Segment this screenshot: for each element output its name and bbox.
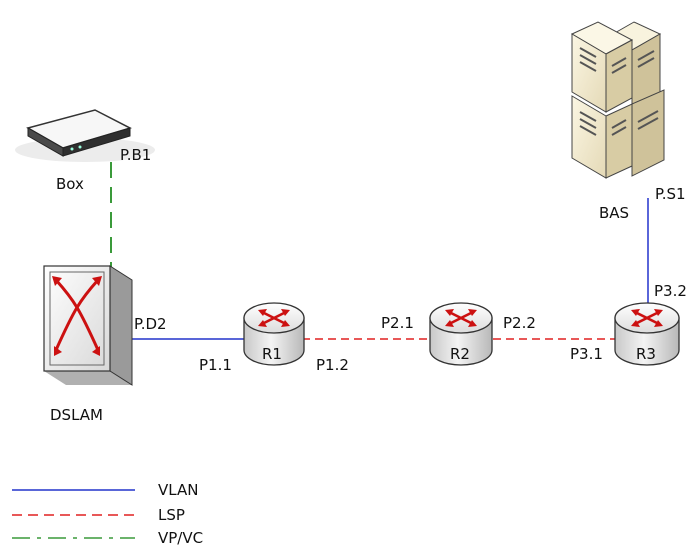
router-icon xyxy=(614,302,680,366)
port-ps1: P.S1 xyxy=(655,185,686,203)
router-r2[interactable]: R2 xyxy=(429,302,493,366)
legend-item-vlan: VLAN xyxy=(12,481,198,499)
legend-item-lsp: LSP xyxy=(12,506,185,524)
dslam-label: DSLAM xyxy=(50,406,103,424)
router-icon xyxy=(429,302,493,366)
r2-label: R2 xyxy=(450,345,470,363)
legend: VLAN LSP VP/VC xyxy=(12,481,203,547)
legend-label-vlan: VLAN xyxy=(158,481,198,499)
r1-label: R1 xyxy=(262,345,282,363)
router-r3[interactable]: R3 xyxy=(614,302,680,366)
router-r1[interactable]: R1 xyxy=(243,302,305,366)
port-p22: P2.2 xyxy=(503,314,536,332)
bas-label: BAS xyxy=(599,204,629,222)
dslam-switch-icon xyxy=(43,265,133,386)
legend-label-lsp: LSP xyxy=(158,506,185,524)
bas-device[interactable]: BAS xyxy=(570,21,665,222)
port-p31: P3.1 xyxy=(570,345,603,363)
port-p21: P2.1 xyxy=(381,314,414,332)
server-tower-icon xyxy=(570,21,665,179)
legend-item-vpvc: VP/VC xyxy=(12,529,203,547)
router-icon xyxy=(243,302,305,366)
port-p11: P1.1 xyxy=(199,356,232,374)
box-label: Box xyxy=(56,175,84,193)
box-device[interactable]: Box xyxy=(15,109,155,193)
dslam-device[interactable]: DSLAM xyxy=(43,265,133,424)
port-p32: P3.2 xyxy=(654,282,687,300)
modem-icon xyxy=(15,109,155,162)
port-pd2: P.D2 xyxy=(134,315,167,333)
legend-label-vpvc: VP/VC xyxy=(158,529,203,547)
port-pb1: P.B1 xyxy=(120,146,151,164)
port-p12: P1.2 xyxy=(316,356,349,374)
r3-label: R3 xyxy=(636,345,656,363)
